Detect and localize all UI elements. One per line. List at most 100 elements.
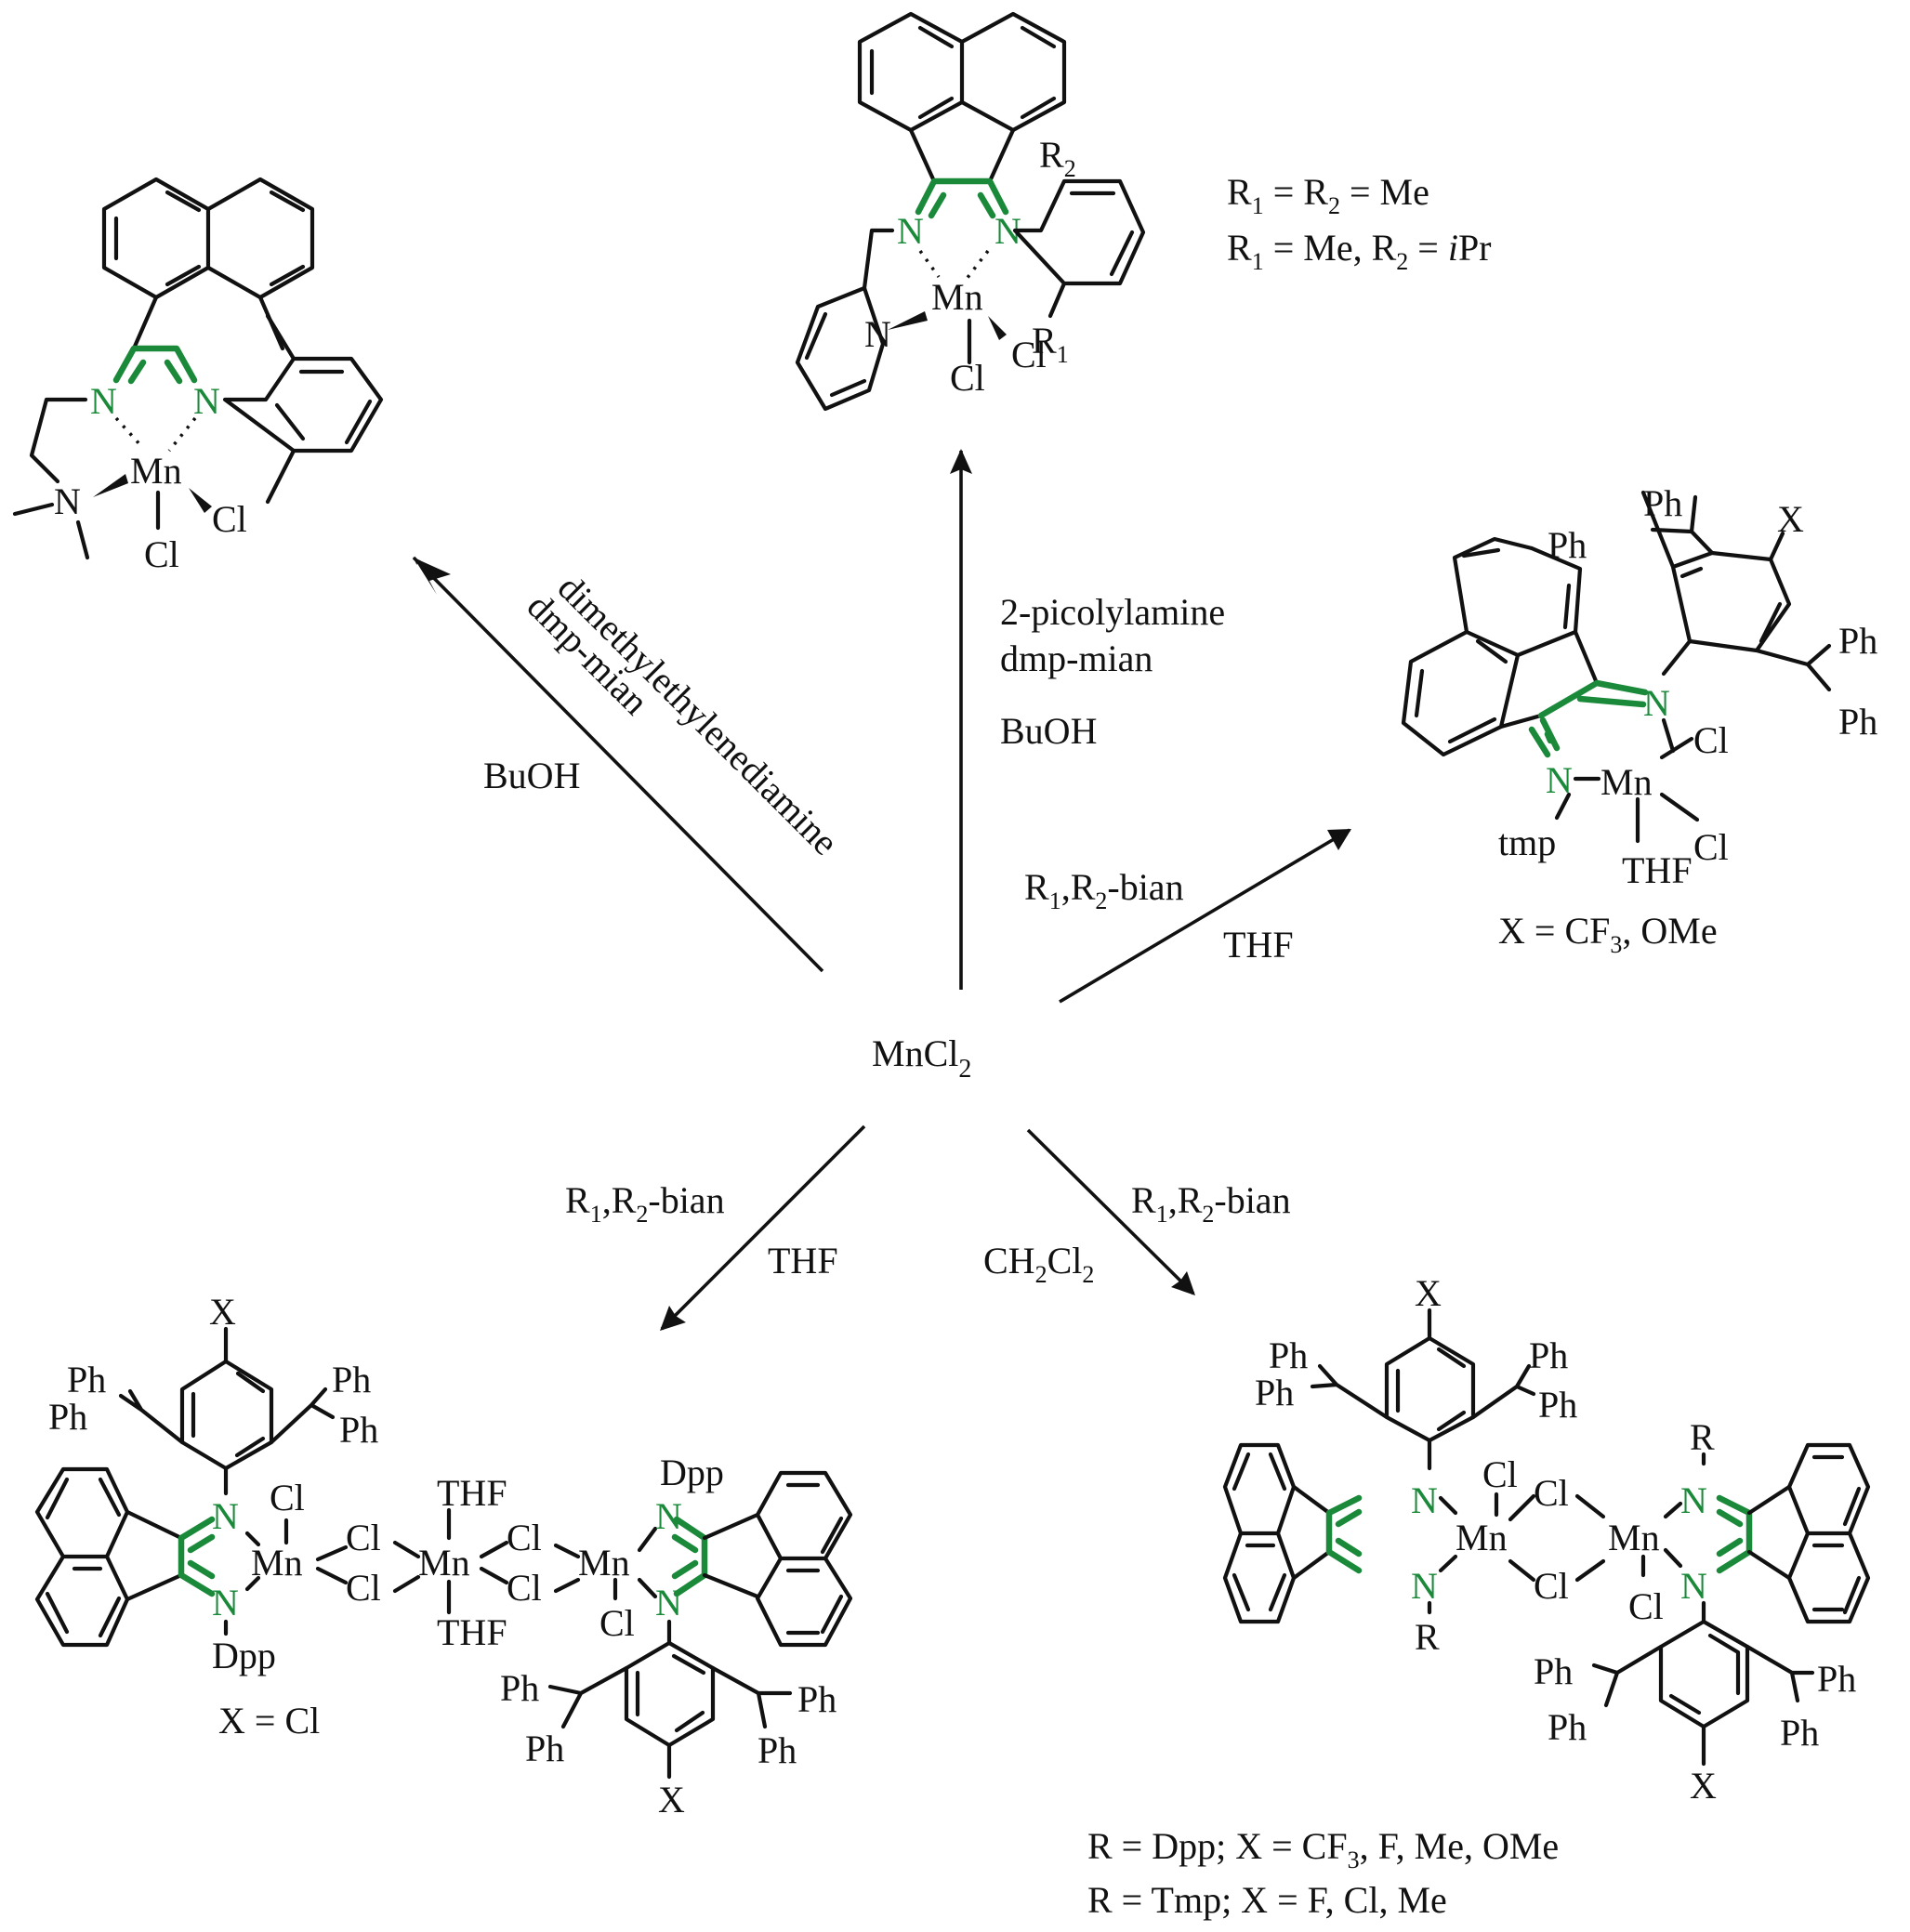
solvent-ch2cl2: CH2Cl2 bbox=[983, 1240, 1094, 1288]
atom-ph: Ph bbox=[1817, 1658, 1856, 1700]
atom-ph: Ph bbox=[1529, 1334, 1568, 1376]
atom-ph: Ph bbox=[757, 1729, 797, 1771]
atom-cl: Cl bbox=[950, 357, 985, 399]
atom-x: X bbox=[1777, 498, 1804, 540]
atom-ph: Ph bbox=[1534, 1650, 1573, 1692]
atom-r1: R1 bbox=[1032, 320, 1069, 368]
atom-n: N bbox=[54, 480, 81, 522]
arrow-upper-right: R1,R2-bian THF bbox=[1024, 828, 1351, 1004]
atom-dpp: Dpp bbox=[660, 1452, 724, 1493]
atom-ph: Ph bbox=[48, 1396, 87, 1438]
atom-dpp: Dpp bbox=[212, 1635, 276, 1676]
atom-mn: Mn bbox=[931, 276, 983, 318]
reagent-2-picolylamine: 2-picolylamine bbox=[1000, 591, 1225, 633]
atom-ph: Ph bbox=[1780, 1712, 1819, 1754]
atom-cl: Cl bbox=[1534, 1565, 1569, 1607]
atom-ph: Ph bbox=[1269, 1334, 1308, 1376]
atom-cl: Cl bbox=[346, 1567, 381, 1609]
reagent-bian-2: R1,R2-bian bbox=[565, 1179, 725, 1228]
atom-mn: Mn bbox=[130, 450, 182, 492]
solvent-buoh-2: BuOH bbox=[1000, 710, 1097, 752]
atom-ph: Ph bbox=[797, 1678, 836, 1720]
atom-cl: Cl bbox=[1693, 826, 1729, 868]
atom-ph: Ph bbox=[1643, 482, 1682, 524]
reagent-dimethylethylenediamine: dimethylethylenediamine bbox=[550, 567, 847, 863]
mncl2-label: MnCl2 bbox=[872, 1032, 971, 1084]
atom-ph: Ph bbox=[1538, 1384, 1577, 1426]
atom-cl: Cl bbox=[346, 1517, 381, 1558]
atom-ph: Ph bbox=[1548, 1706, 1587, 1748]
atom-cl: Cl bbox=[270, 1477, 305, 1518]
product-top-center: N N N R2 R1 Mn Cl Cl R1 = R2 = Me R1 = M… bbox=[795, 11, 1492, 412]
atom-r: R bbox=[1690, 1416, 1715, 1458]
atom-cl: Cl bbox=[599, 1602, 635, 1644]
atom-cl: Cl bbox=[1482, 1453, 1518, 1495]
product-bottom-right: X Ph Ph Ph Ph N N R Mn Cl Cl Cl Mn Cl N … bbox=[1087, 1272, 1871, 1921]
atom-ph: Ph bbox=[67, 1359, 106, 1400]
atom-cl: Cl bbox=[1011, 334, 1047, 375]
atom-n: N bbox=[90, 380, 117, 422]
reagent-dmp-mian-2: dmp-mian bbox=[1000, 637, 1153, 679]
atom-n: N bbox=[212, 1582, 239, 1623]
atom-tmp: tmp bbox=[1498, 821, 1556, 863]
atom-cl: Cl bbox=[507, 1517, 542, 1558]
atom-x: X bbox=[1415, 1272, 1442, 1314]
substituent-condition-bottom-right-1: R = Dpp; X = CF3, F, Me, OMe bbox=[1087, 1825, 1559, 1873]
atom-n: N bbox=[1411, 1479, 1438, 1521]
arrow-upper-left: dimethylethylenediamine dmp-mian BuOH bbox=[412, 556, 847, 973]
atom-ph: Ph bbox=[1255, 1372, 1294, 1413]
atom-cl: Cl bbox=[212, 498, 247, 540]
atom-mn: Mn bbox=[1608, 1517, 1660, 1558]
atom-n: N bbox=[193, 380, 220, 422]
atom-n: N bbox=[655, 1582, 682, 1623]
atom-x: X bbox=[1690, 1765, 1717, 1807]
atom-cl: Cl bbox=[1534, 1472, 1569, 1514]
atom-mn: Mn bbox=[1456, 1517, 1508, 1558]
atom-cl: Cl bbox=[1693, 719, 1729, 761]
atom-x: X bbox=[658, 1779, 685, 1820]
atom-n: N bbox=[1680, 1479, 1707, 1521]
central-reactant: MnCl2 bbox=[872, 1032, 971, 1084]
substituent-condition-2: R1 = Me, R2 = iPr bbox=[1227, 227, 1492, 275]
atom-r2: R2 bbox=[1039, 134, 1076, 182]
atom-thf: THF bbox=[437, 1472, 507, 1514]
atom-n: N bbox=[1411, 1565, 1438, 1607]
product-right: N N Ph Ph X Ph Ph Mn tmp Cl Cl THF X = C… bbox=[1401, 482, 1877, 958]
solvent-buoh: BuOH bbox=[483, 755, 580, 796]
product-bottom-left: X Ph Ph Ph Ph N N Dpp X = Cl Mn Cl Cl Cl… bbox=[34, 1291, 853, 1820]
solvent-thf-2: THF bbox=[768, 1240, 838, 1281]
atom-thf: THF bbox=[437, 1611, 507, 1653]
product-top-left: N N N Mn Cl Cl bbox=[12, 177, 384, 575]
atom-n: N bbox=[1643, 682, 1670, 724]
reagent-bian: R1,R2-bian bbox=[1024, 866, 1184, 914]
arrow-lower-right: R1,R2-bian CH2Cl2 bbox=[983, 1128, 1291, 1295]
substituent-condition-right: X = CF3, OMe bbox=[1498, 910, 1718, 958]
atom-ph: Ph bbox=[339, 1409, 378, 1451]
atom-n: N bbox=[897, 210, 924, 252]
atom-r: R bbox=[1415, 1616, 1440, 1658]
atom-mn: Mn bbox=[1600, 761, 1653, 803]
atom-ph: Ph bbox=[1838, 701, 1877, 743]
atom-thf: THF bbox=[1622, 849, 1693, 891]
substituent-condition-bottom-left: X = Cl bbox=[218, 1700, 320, 1741]
atom-n: N bbox=[212, 1495, 239, 1537]
atom-mn: Mn bbox=[418, 1542, 470, 1584]
substituent-condition-bottom-right-2: R = Tmp; X = F, Cl, Me bbox=[1087, 1879, 1447, 1921]
atom-cl: Cl bbox=[144, 533, 179, 575]
atom-x: X bbox=[209, 1291, 236, 1333]
atom-n: N bbox=[864, 313, 891, 355]
solvent-thf: THF bbox=[1223, 924, 1294, 966]
arrow-up: 2-picolylamine dmp-mian BuOH bbox=[950, 449, 1225, 990]
arrow-lower-left: R1,R2-bian THF bbox=[565, 1124, 866, 1331]
atom-cl: Cl bbox=[1628, 1585, 1664, 1627]
atom-n: N bbox=[655, 1495, 682, 1537]
atom-ph: Ph bbox=[500, 1667, 539, 1709]
atom-mn: Mn bbox=[578, 1542, 630, 1584]
atom-ph: Ph bbox=[525, 1728, 564, 1769]
atom-cl: Cl bbox=[507, 1567, 542, 1609]
atom-ph: Ph bbox=[332, 1359, 371, 1400]
atom-ph: Ph bbox=[1548, 524, 1587, 566]
atom-mn: Mn bbox=[251, 1542, 303, 1584]
atom-ph: Ph bbox=[1838, 620, 1877, 662]
